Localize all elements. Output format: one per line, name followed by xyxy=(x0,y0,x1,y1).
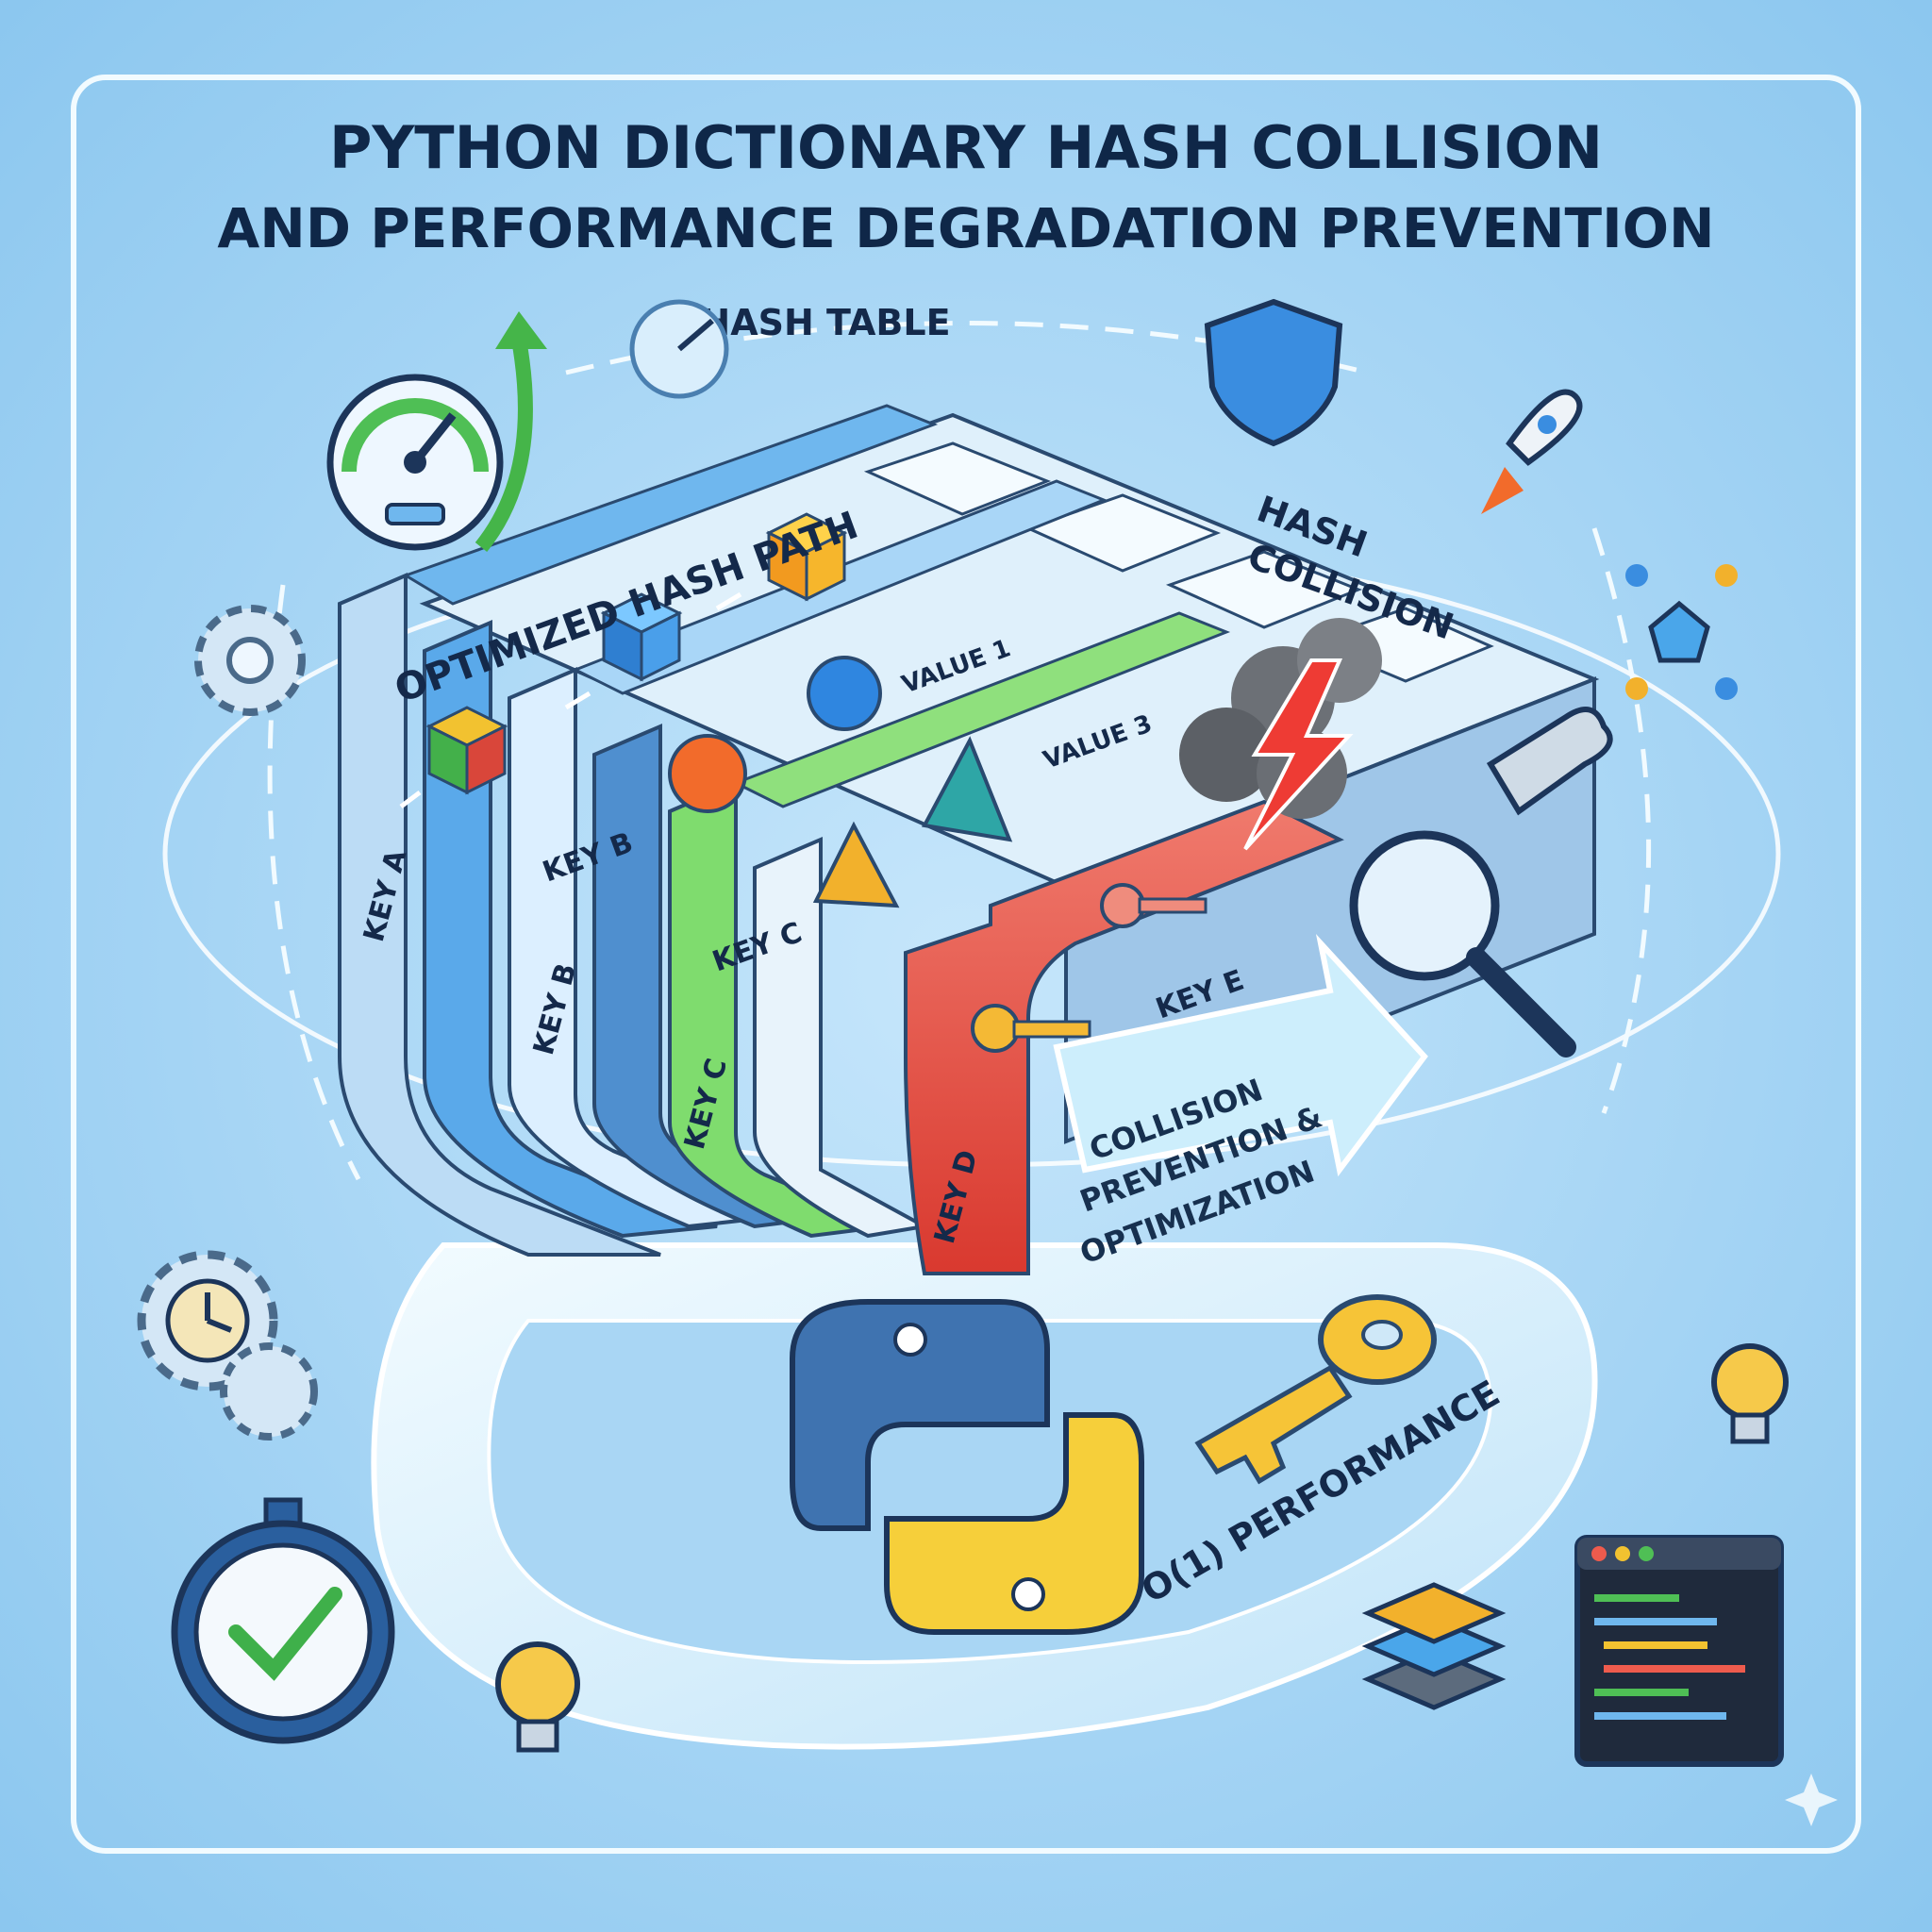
layers-icon xyxy=(1361,1582,1507,1710)
sparkle-icon xyxy=(1785,1774,1838,1826)
gauge-icon xyxy=(629,299,729,399)
sphere-orange xyxy=(668,734,747,813)
up-arrow-head xyxy=(495,311,547,349)
lane-key-a xyxy=(338,572,661,1257)
speedometer-icon xyxy=(326,374,504,551)
cube-blue xyxy=(600,592,683,682)
stopwatch-icon xyxy=(171,1497,395,1744)
key-icon xyxy=(1100,883,1208,928)
arrow-icon xyxy=(564,691,591,710)
title-line-2: AND PERFORMANCE DEGRADATION PREVENTION xyxy=(217,196,1714,260)
clock-gear-icon xyxy=(137,1250,318,1441)
arrow-icon xyxy=(715,591,742,611)
value-strip xyxy=(572,479,1108,695)
code-window-icon xyxy=(1574,1535,1784,1767)
network-icon xyxy=(1625,564,1738,700)
loop-inner xyxy=(487,1319,1493,1664)
rocket-icon xyxy=(1481,389,1583,514)
up-arrow-icon xyxy=(475,338,533,553)
lightning-icon xyxy=(1243,658,1354,851)
lane-key-b-inner xyxy=(508,666,774,1229)
wrench-icon xyxy=(1486,707,1613,816)
lane-key-c xyxy=(668,779,894,1239)
value-3-strip xyxy=(732,611,1231,808)
lane-key-b xyxy=(423,619,718,1239)
collision-prevention-arrow xyxy=(1053,934,1428,1177)
pyramid-yellow xyxy=(812,821,900,908)
lane-key-c-dark xyxy=(592,723,838,1229)
gear-icon xyxy=(194,605,306,716)
table-cell xyxy=(1165,550,1363,629)
right-dashed-arc xyxy=(1591,527,1652,1114)
optimized-path-strip xyxy=(402,404,939,606)
lane-key-d-collision xyxy=(904,799,1344,1275)
python-logo-icon xyxy=(790,1299,1144,1635)
lightbulb-icon xyxy=(1711,1343,1789,1444)
magnifier-icon xyxy=(1349,830,1576,1058)
outer-frame xyxy=(71,75,1861,1854)
table-cell xyxy=(863,441,1052,516)
lane-key-c-inner xyxy=(753,836,931,1239)
label-hash-table: HASH TABLE xyxy=(700,302,950,343)
arrow-icon xyxy=(399,791,422,808)
cube-orange xyxy=(765,512,848,602)
title-line-1: PYTHON DICTIONARY HASH COLLISION xyxy=(329,113,1603,182)
key-icon xyxy=(971,1004,1091,1053)
lightbulb-icon xyxy=(495,1641,580,1753)
cube-multicolor xyxy=(425,706,508,795)
sphere-blue xyxy=(807,656,882,731)
pyramid-teal xyxy=(921,736,1013,842)
key-icon-large xyxy=(1194,1294,1437,1485)
shield-icon xyxy=(1204,298,1343,447)
